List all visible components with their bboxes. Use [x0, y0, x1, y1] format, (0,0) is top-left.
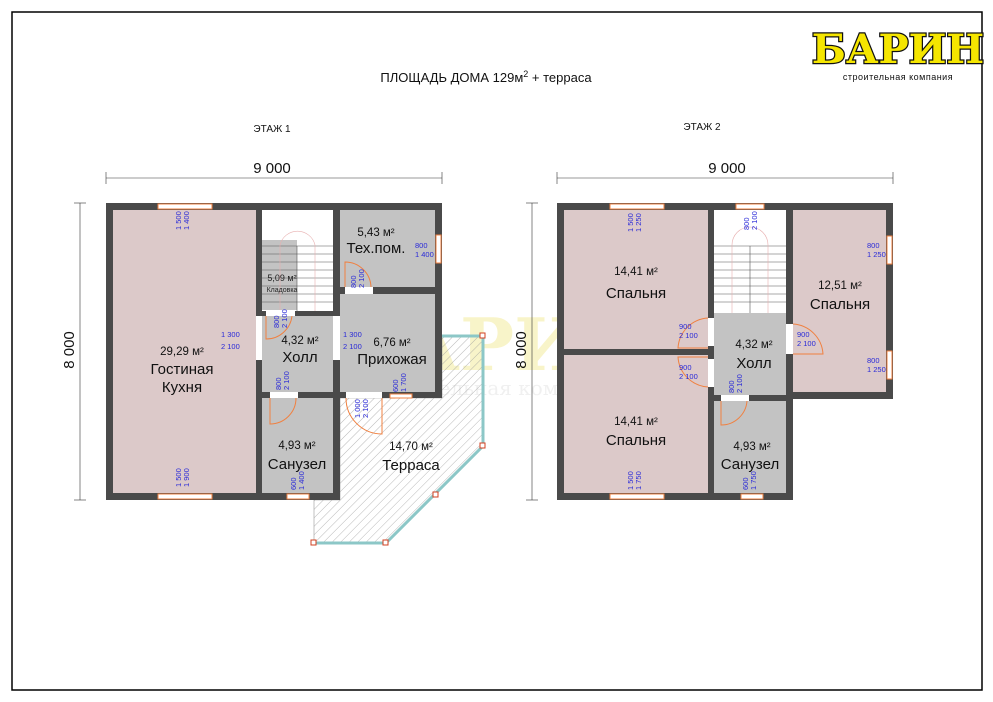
svg-text:9 000: 9 000 [253, 160, 291, 177]
room-name: Кухня [162, 379, 202, 396]
opening-dimension: 6001 400 [289, 471, 306, 490]
room-area: 14,41 м² [614, 266, 658, 278]
room-name: Тех.пом. [347, 240, 406, 257]
room-area: 4,93 м² [278, 440, 315, 452]
terrace-posts [310, 332, 486, 546]
room-area: 5,09 м² [267, 273, 296, 283]
room-area: 29,29 м² [160, 346, 204, 358]
room-name: Кладовка [267, 287, 298, 294]
svg-text:строительная компания: строительная компания [843, 72, 953, 82]
room-name: Терраса [382, 457, 440, 474]
company-logo: БАРИН строительная компания [811, 25, 986, 82]
floor1-height-dimension: 8 000 [61, 202, 86, 501]
opening-dimension: 8002 100 [349, 269, 366, 288]
room-name: Прихожая [357, 351, 427, 368]
opening-dimension: 1 5001 900 [174, 468, 191, 487]
floor2-width-dimension: 9 000 [556, 160, 894, 184]
opening-dimension: 8002 100 [742, 211, 759, 230]
room-name: Санузел [721, 456, 779, 473]
room-area: 14,41 м² [614, 416, 658, 428]
opening-dimension: 8002 100 [274, 371, 291, 390]
room-area: 4,93 м² [733, 441, 770, 453]
svg-text:8 000: 8 000 [513, 331, 530, 369]
room-area: 5,43 м² [357, 227, 394, 239]
opening-dimension: 6001 700 [391, 373, 408, 392]
opening-dimension: 8002 100 [272, 309, 289, 328]
room-name: Холл [736, 355, 771, 372]
sheet-title: ПЛОЩАДЬ ДОМА 129м2 + терраса [380, 69, 592, 85]
room-area: 14,70 м² [389, 441, 433, 453]
floor2-label: ЭТАЖ 2 [683, 122, 721, 133]
svg-text:9 000: 9 000 [708, 160, 746, 177]
floor1-plan [106, 203, 442, 500]
floor1-label: ЭТАЖ 1 [253, 124, 291, 135]
svg-text:БАРИН: БАРИН [812, 26, 984, 73]
room-area: 4,32 м² [281, 335, 318, 347]
room-area: 12,51 м² [818, 280, 862, 292]
opening-dimension: 1 5001 750 [626, 471, 643, 490]
sheet-frame [11, 11, 983, 691]
room-name: Спальня [606, 285, 666, 302]
room-name: Гостиная [151, 361, 214, 378]
floor2-plan [557, 203, 893, 500]
svg-text:8 000: 8 000 [61, 331, 78, 369]
opening-dimension: 1 5001 250 [626, 213, 643, 232]
room-name: Санузел [268, 456, 326, 473]
room-name: Спальня [606, 432, 666, 449]
room-name: Спальня [810, 296, 870, 313]
floor1-width-dimension: 9 000 [105, 160, 443, 184]
opening-dimension: 1 5001 400 [174, 211, 191, 230]
room-area: 6,76 м² [373, 337, 410, 349]
opening-dimension: 1 0002 100 [353, 399, 370, 418]
room-area: 4,32 м² [735, 339, 772, 351]
opening-dimension: 6001 750 [741, 471, 758, 490]
room-name: Холл [282, 349, 317, 366]
opening-dimension: 8002 100 [727, 374, 744, 393]
floor2-height-dimension: 8 000 [513, 202, 538, 501]
